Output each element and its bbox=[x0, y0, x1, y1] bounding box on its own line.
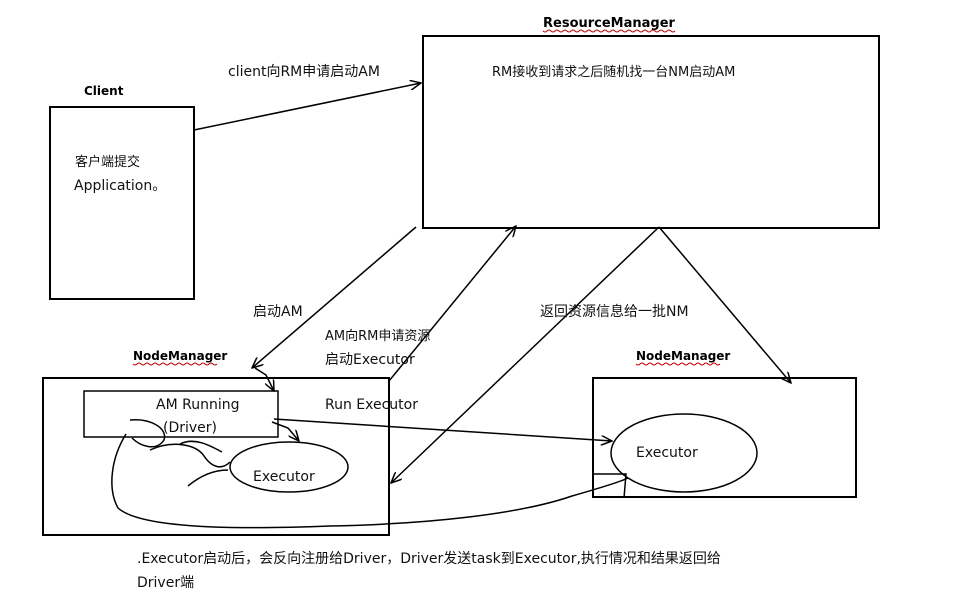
arrow-start-am-to-am bbox=[254, 367, 274, 391]
label-client-to-rm: client向RM申请启动AM bbox=[228, 64, 380, 80]
footer-line1: .Executor启动后，会反向注册给Driver，Driver发送task到E… bbox=[137, 551, 721, 567]
spellcheck-underline bbox=[132, 362, 218, 366]
am-running-line2: (Driver) bbox=[163, 420, 217, 436]
client-text-line2: Application。 bbox=[74, 178, 166, 194]
arrow-client-to-rm bbox=[193, 83, 421, 131]
label-return-resources: 返回资源信息给一批NM bbox=[540, 303, 689, 320]
resource-manager-title: ResourceManager bbox=[543, 16, 676, 31]
executor-right-label: Executor bbox=[636, 445, 698, 461]
label-am-request-line2: 启动Executor bbox=[325, 352, 415, 368]
arrow-am-to-rm bbox=[388, 226, 516, 382]
scribble-register-3 bbox=[179, 440, 223, 453]
client-title: Client bbox=[84, 84, 124, 98]
arrow-rm-to-left-nm bbox=[252, 226, 417, 368]
node-manager-left-title: NodeManager bbox=[133, 349, 227, 363]
arrow-am-to-right-executor bbox=[273, 418, 612, 441]
arrow-rm-return-to-left-nm bbox=[391, 226, 660, 483]
scribble-register-1 bbox=[129, 419, 166, 448]
label-am-request-line1: AM向RM申请资源 bbox=[325, 328, 430, 344]
node-manager-right-title: NodeManager bbox=[636, 349, 730, 363]
client-box bbox=[49, 106, 195, 300]
am-running-box bbox=[83, 390, 279, 438]
executor-right-ellipse bbox=[610, 413, 758, 493]
am-running-line1: AM Running bbox=[156, 397, 239, 413]
spellcheck-underline bbox=[635, 362, 721, 366]
arrow-am-to-left-executor bbox=[271, 421, 299, 441]
spellcheck-underline bbox=[542, 29, 676, 33]
scribble-register-loop bbox=[111, 433, 629, 529]
client-text-line1: 客户端提交 bbox=[75, 154, 140, 170]
scribble-register-4 bbox=[187, 469, 229, 487]
scribble-register-tip bbox=[594, 473, 627, 499]
resource-manager-box bbox=[422, 35, 880, 229]
arrow-rm-to-right-nm bbox=[658, 226, 791, 383]
resource-manager-note: RM接收到请求之后随机找一台NM启动AM bbox=[492, 64, 735, 80]
scribble-register-2 bbox=[149, 443, 231, 468]
label-run-executor: Run Executor bbox=[325, 397, 418, 413]
footer-line2: Driver端 bbox=[137, 575, 194, 591]
label-start-am: 启动AM bbox=[253, 304, 303, 320]
executor-left-label: Executor bbox=[253, 469, 315, 485]
